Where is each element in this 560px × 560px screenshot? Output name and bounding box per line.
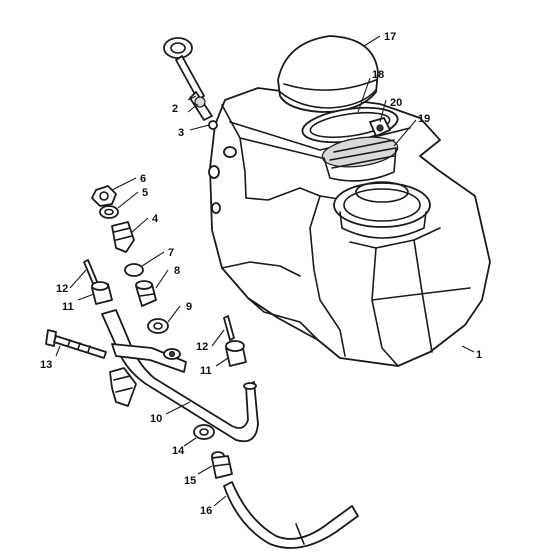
retainer-clip (369, 117, 391, 137)
callout-17: 17 (384, 31, 396, 43)
vent-valve (163, 37, 213, 121)
callout-1: 1 (476, 349, 482, 361)
leader-lines (55, 35, 475, 507)
callout-labels: 1 2 3 4 5 6 7 8 9 10 11 11 12 12 13 14 1… (40, 31, 482, 517)
callout-12-left: 12 (56, 283, 68, 295)
hose-fitting (135, 280, 157, 307)
fuel-hose-fitting (211, 451, 233, 479)
callout-4: 4 (152, 213, 159, 225)
callout-3: 3 (178, 127, 184, 139)
callout-5: 5 (142, 187, 148, 199)
fuel-hose (223, 481, 359, 549)
elbow-connector (111, 221, 135, 253)
callout-18: 18 (372, 69, 384, 81)
tank-cap (277, 35, 379, 113)
callout-13: 13 (40, 359, 52, 371)
o-ring-medium (124, 263, 144, 277)
callout-8: 8 (174, 265, 180, 277)
washer-lower (193, 424, 215, 440)
hex-nut (91, 185, 117, 207)
fuel-strainer (321, 136, 399, 182)
callout-12-right: 12 (196, 341, 208, 353)
grommet-right (225, 340, 247, 367)
callout-14: 14 (172, 445, 185, 457)
callout-11-left: 11 (62, 301, 74, 313)
bolt (45, 329, 107, 359)
callout-2: 2 (172, 103, 178, 115)
callout-15: 15 (184, 475, 196, 487)
callout-16: 16 (200, 505, 212, 517)
grommet-left (91, 281, 113, 305)
callout-10: 10 (150, 413, 162, 425)
callout-20: 20 (390, 97, 402, 109)
o-ring-small (208, 120, 218, 130)
callout-11-right: 11 (200, 365, 212, 377)
fuel-pickup-tube (101, 309, 259, 443)
pin-right (223, 315, 235, 341)
callout-9: 9 (186, 301, 192, 313)
callout-19: 19 (418, 113, 430, 125)
washer-upper (99, 205, 119, 219)
callout-6: 6 (140, 173, 146, 185)
callout-7: 7 (168, 247, 174, 259)
washer-middle (147, 318, 169, 334)
